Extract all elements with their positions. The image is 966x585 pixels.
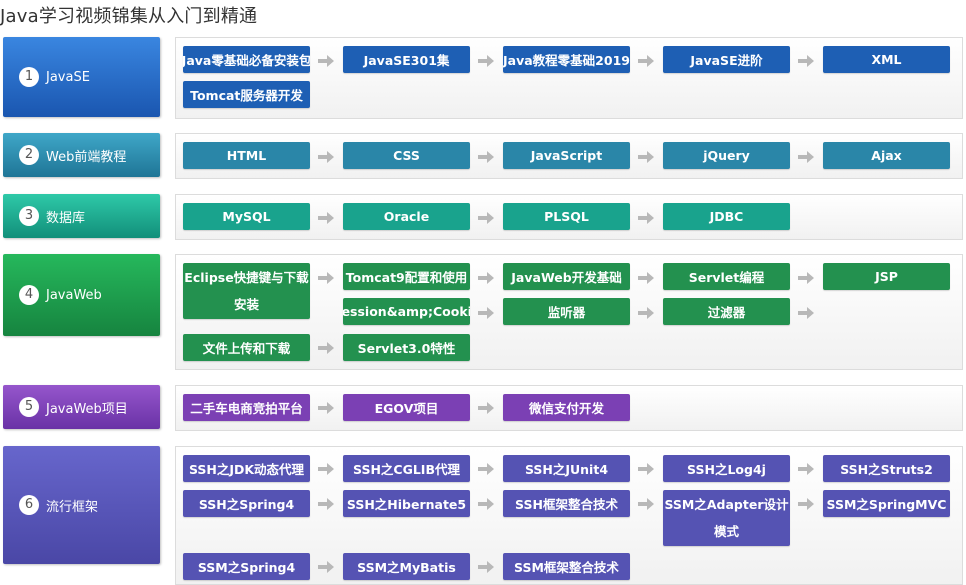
arrow-right-icon [638, 498, 654, 510]
category-frameworks[interactable]: 6 流行框架 [3, 446, 160, 564]
course-button[interactable]: SSH之Spring4 [183, 490, 310, 517]
course-button[interactable]: PLSQL [503, 203, 630, 230]
course-button[interactable]: Oracle [343, 203, 470, 230]
course-button[interactable]: SSH之Struts2 [823, 455, 950, 482]
arrow-right-icon [318, 463, 334, 475]
arrow-right-icon [478, 463, 494, 475]
category-javase[interactable]: 1 JavaSE [3, 37, 160, 117]
course-button[interactable]: EGOV项目 [343, 394, 470, 421]
course-button[interactable]: SSM之Adapter设计模式 [663, 490, 790, 546]
arrow-right-icon [478, 307, 494, 319]
arrow-right-icon [638, 55, 654, 67]
course-button[interactable]: 文件上传和下载 [183, 334, 310, 361]
arrow-right-icon [798, 272, 814, 284]
arrow-right-icon [798, 307, 814, 319]
arrow-right-icon [798, 498, 814, 510]
page-title: Java学习视频锦集从入门到精通 [0, 6, 258, 27]
arrow-right-icon [318, 272, 334, 284]
arrow-right-icon [478, 498, 494, 510]
arrow-right-icon [478, 212, 494, 224]
course-button[interactable]: SSH之CGLIB代理 [343, 455, 470, 482]
course-button[interactable]: Servlet编程 [663, 263, 790, 290]
course-button[interactable]: HTML [183, 142, 310, 169]
course-button[interactable]: 微信支付开发 [503, 394, 630, 421]
category-label: JavaSE [46, 69, 90, 85]
course-button[interactable]: SSM之MyBatis [343, 553, 470, 580]
arrow-right-icon [318, 402, 334, 414]
arrow-right-icon [638, 463, 654, 475]
course-button[interactable]: 过滤器 [663, 298, 790, 325]
arrow-right-icon [638, 272, 654, 284]
course-button[interactable]: MySQL [183, 203, 310, 230]
category-label: 流行框架 [46, 499, 99, 515]
course-button[interactable]: SSH之JUnit4 [503, 455, 630, 482]
category-label: 数据库 [46, 210, 86, 226]
arrow-right-icon [638, 151, 654, 163]
category-label: JavaWeb项目 [46, 401, 128, 417]
course-button[interactable]: SSM之Spring4 [183, 553, 310, 580]
course-button[interactable]: 二手车电商竞拍平台 [183, 394, 310, 421]
course-button[interactable]: Tomcat服务器开发 [183, 81, 310, 108]
category-database[interactable]: 3 数据库 [3, 194, 160, 238]
arrow-right-icon [318, 55, 334, 67]
course-button[interactable]: Eclipse快捷键与下载安装 [183, 263, 310, 319]
arrow-right-icon [318, 342, 334, 354]
course-button[interactable]: Java教程零基础2019 [503, 46, 630, 73]
course-button[interactable]: JavaScript [503, 142, 630, 169]
section-number: 6 [19, 495, 39, 515]
arrow-right-icon [798, 151, 814, 163]
arrow-right-icon [318, 151, 334, 163]
course-button[interactable]: SSH之Log4j [663, 455, 790, 482]
arrow-right-icon [478, 561, 494, 573]
course-button[interactable]: XML [823, 46, 950, 73]
course-button[interactable]: JDBC [663, 203, 790, 230]
course-button[interactable]: Tomcat9配置和使用 [343, 263, 470, 290]
section-number: 2 [19, 145, 39, 165]
course-button[interactable]: SSM框架整合技术 [503, 553, 630, 580]
arrow-right-icon [798, 463, 814, 475]
category-label: Web前端教程 [46, 149, 127, 165]
course-button[interactable]: Session&amp;Cookie [343, 298, 470, 325]
arrow-right-icon [318, 212, 334, 224]
arrow-right-icon [478, 151, 494, 163]
arrow-right-icon [478, 55, 494, 67]
course-button[interactable]: SSH之Hibernate5 [343, 490, 470, 517]
course-button[interactable]: JavaWeb开发基础 [503, 263, 630, 290]
arrow-right-icon [318, 498, 334, 510]
course-button[interactable]: Java零基础必备安装包 [183, 46, 310, 73]
course-button[interactable]: Servlet3.0特性 [343, 334, 470, 361]
arrow-right-icon [798, 55, 814, 67]
course-button[interactable]: 监听器 [503, 298, 630, 325]
course-button[interactable]: JavaSE进阶 [663, 46, 790, 73]
category-javaweb-projects[interactable]: 5 JavaWeb项目 [3, 385, 160, 429]
category-web-frontend[interactable]: 2 Web前端教程 [3, 133, 160, 177]
arrow-right-icon [638, 212, 654, 224]
course-button[interactable]: SSH框架整合技术 [503, 490, 630, 517]
course-button[interactable]: SSH之JDK动态代理 [183, 455, 310, 482]
course-button[interactable]: JSP [823, 263, 950, 290]
section-number: 1 [19, 67, 39, 87]
section-number: 4 [19, 285, 39, 305]
arrow-right-icon [318, 561, 334, 573]
course-button[interactable]: JavaSE301集 [343, 46, 470, 73]
course-button[interactable]: SSM之SpringMVC [823, 490, 950, 517]
section-number: 3 [19, 206, 39, 226]
arrow-right-icon [478, 272, 494, 284]
course-button[interactable]: Ajax [823, 142, 950, 169]
arrow-right-icon [478, 402, 494, 414]
course-button[interactable]: CSS [343, 142, 470, 169]
course-button[interactable]: jQuery [663, 142, 790, 169]
section-number: 5 [19, 397, 39, 417]
arrow-right-icon [638, 307, 654, 319]
category-javaweb[interactable]: 4 JavaWeb [3, 254, 160, 336]
category-label: JavaWeb [46, 287, 102, 303]
